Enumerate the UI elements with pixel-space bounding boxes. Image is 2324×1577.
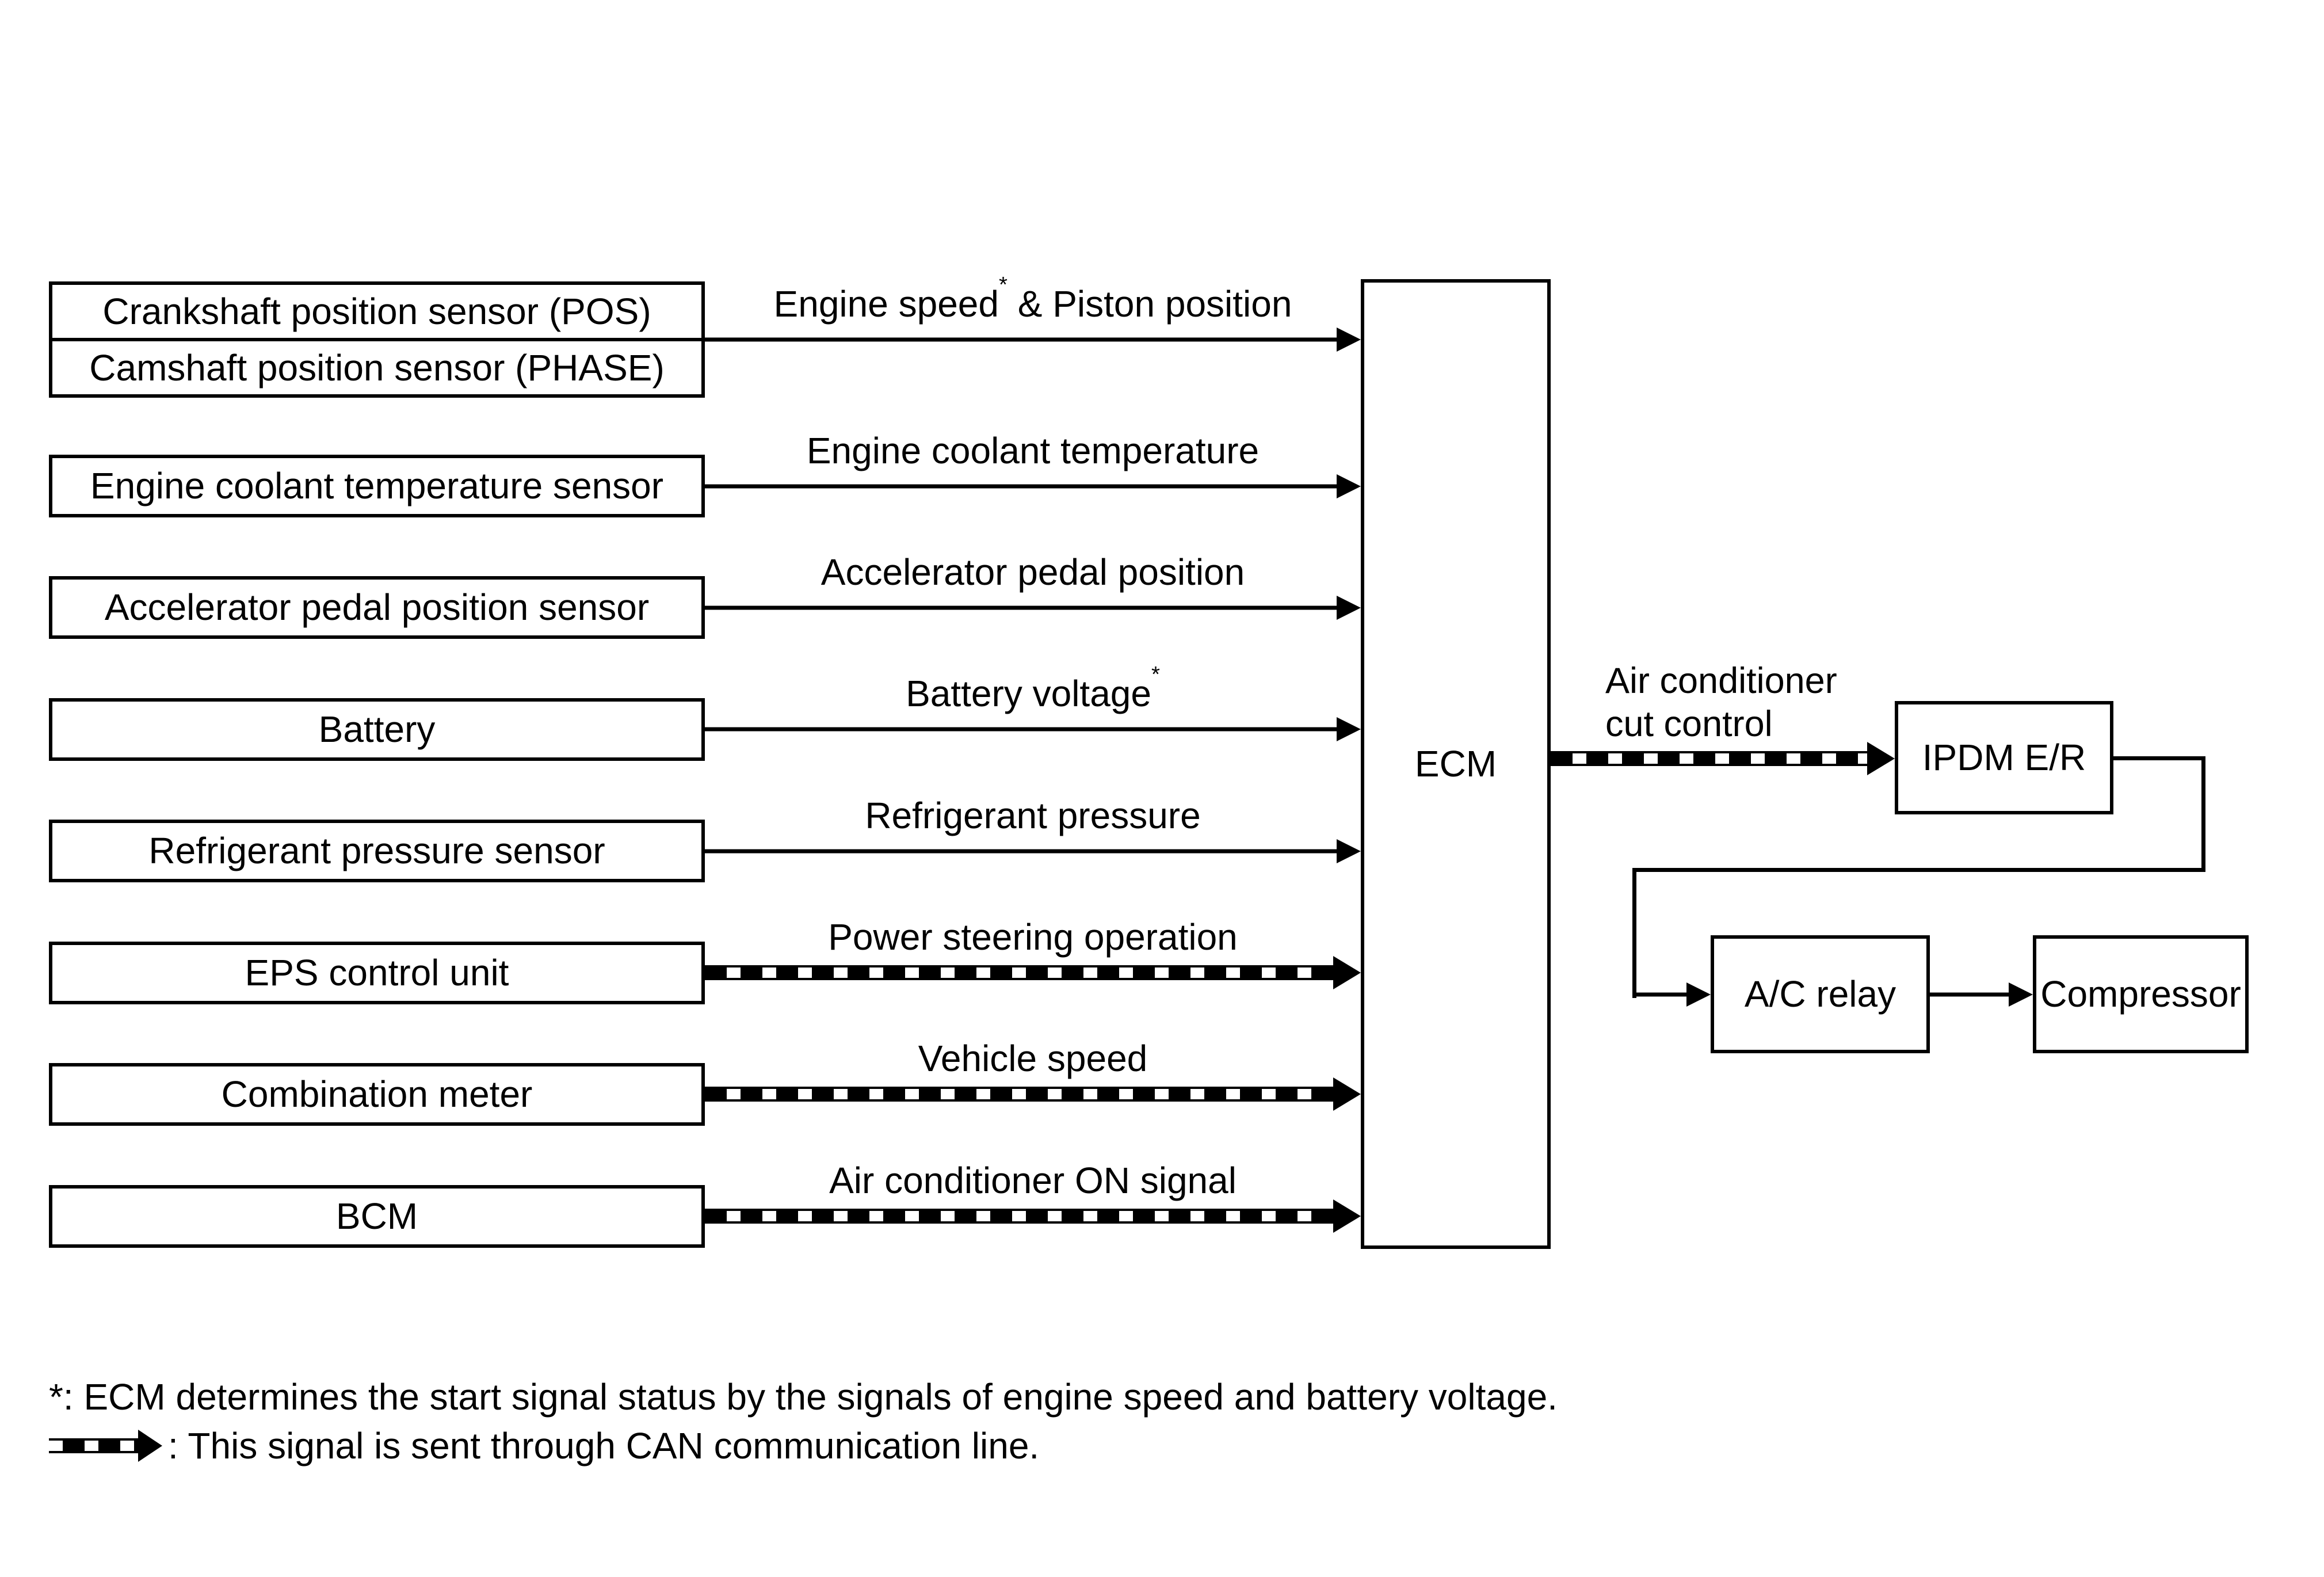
arrowhead-icon <box>1333 1199 1361 1233</box>
source-box-label: Combination meter <box>221 1073 533 1115</box>
arrowhead-icon <box>1337 596 1361 620</box>
source-box-coolant-sensor: Engine coolant temperature sensor <box>49 455 705 517</box>
ecm-label: ECM <box>1414 743 1497 785</box>
signal-arrow-can-ac-cut-control <box>1551 742 1895 775</box>
ipdm-er-label: IPDM E/R <box>1922 737 2086 779</box>
arrow-to-compressor <box>1930 982 2033 1007</box>
signal-arrow-engine-speed <box>705 327 1361 352</box>
ipdm-er-box: IPDM E/R <box>1895 701 2113 814</box>
source-box-label-crankshaft: Crankshaft position sensor (POS) <box>52 285 701 341</box>
signal-arrow-can-vehicle-speed <box>705 1077 1361 1111</box>
footnote-asterisk: *: ECM determines the start signal statu… <box>49 1376 1558 1418</box>
arrowhead-icon <box>1867 742 1895 775</box>
compressor-label: Compressor <box>2040 973 2241 1015</box>
source-box-label: EPS control unit <box>245 952 509 994</box>
arrowhead-icon <box>2009 982 2033 1007</box>
arrowhead-icon <box>1337 327 1361 352</box>
connector-ipdm-right <box>2113 756 2205 760</box>
connector-down-2 <box>1632 868 1636 998</box>
signal-arrow-can-ac-on <box>705 1199 1361 1233</box>
signal-label-power-steering: Power steering operation <box>828 916 1238 958</box>
signal-arrow-coolant-temp <box>705 474 1361 498</box>
signal-label-accel-position: Accelerator pedal position <box>821 551 1245 593</box>
arrowhead-icon <box>1337 839 1361 863</box>
source-box-eps-control-unit: EPS control unit <box>49 942 705 1004</box>
compressor-box: Compressor <box>2033 935 2249 1053</box>
source-box-label: BCM <box>335 1195 418 1237</box>
signal-label-coolant-temp: Engine coolant temperature <box>806 430 1260 471</box>
source-box-label: Engine coolant temperature sensor <box>90 465 664 507</box>
footnote-can-text: : This signal is sent through CAN commun… <box>168 1425 1040 1466</box>
arrowhead-icon <box>1686 982 1711 1007</box>
signal-label-refrigerant-pressure: Refrigerant pressure <box>865 795 1201 836</box>
arrowhead-icon <box>1333 1077 1361 1111</box>
arrowhead-icon <box>1337 717 1361 741</box>
source-box-crank-cam: Crankshaft position sensor (POS) Camshaf… <box>49 281 705 398</box>
can-striped-arrow-icon <box>49 1429 162 1462</box>
source-box-label: Battery <box>318 708 436 751</box>
signal-arrow-can-power-steering <box>705 956 1361 989</box>
source-box-accel-sensor: Accelerator pedal position sensor <box>49 576 705 639</box>
source-box-label: Refrigerant pressure sensor <box>148 830 605 872</box>
ac-relay-box: A/C relay <box>1711 935 1930 1053</box>
source-box-bcm: BCM <box>49 1185 705 1248</box>
ecm-box: ECM <box>1361 279 1551 1249</box>
arrowhead-icon <box>1337 474 1361 498</box>
ac-cut-control-label: Air conditioner cut control <box>1605 661 1837 744</box>
connector-down-1 <box>2201 756 2205 872</box>
footnote-can-legend: : This signal is sent through CAN commun… <box>49 1424 1039 1468</box>
source-box-battery: Battery <box>49 698 705 761</box>
signal-arrow-refrigerant-pressure <box>705 839 1361 863</box>
source-box-label-camshaft: Camshaft position sensor (PHASE) <box>89 346 665 388</box>
signal-arrow-accel-position <box>705 596 1361 620</box>
signal-arrow-battery-voltage <box>705 717 1361 741</box>
ac-relay-label: A/C relay <box>1744 973 1896 1015</box>
signal-label-vehicle-speed: Vehicle speed <box>918 1038 1148 1079</box>
signal-label-engine-speed: Engine speed* & Piston position <box>773 272 1292 325</box>
source-box-label: Accelerator pedal position sensor <box>104 586 650 628</box>
source-box-refrigerant-sensor: Refrigerant pressure sensor <box>49 820 705 882</box>
source-box-combination-meter: Combination meter <box>49 1063 705 1126</box>
arrow-to-ac-relay <box>1632 982 1711 1007</box>
arrowhead-icon <box>1333 956 1361 989</box>
signal-label-ac-on-signal: Air conditioner ON signal <box>829 1160 1237 1201</box>
signal-label-battery-voltage: Battery voltage* <box>906 661 1160 714</box>
connector-horizontal <box>1632 868 2205 872</box>
